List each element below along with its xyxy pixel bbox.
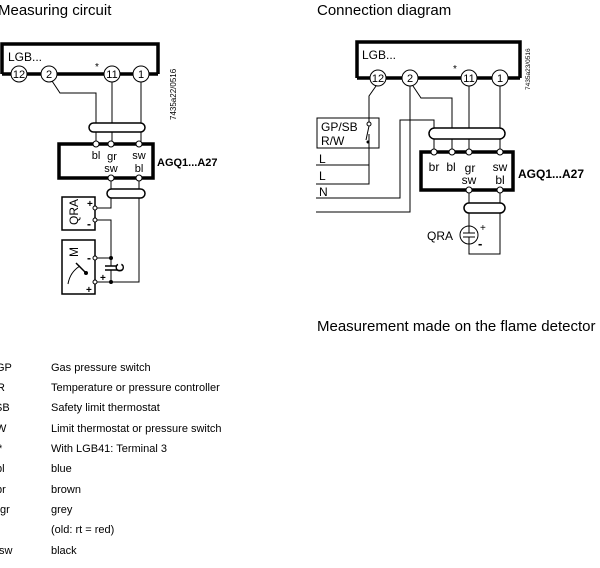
qra-detector-icon: [459, 225, 479, 245]
legend-abbr: bl: [0, 463, 5, 475]
agq-label-right: AGQ1...A27: [518, 167, 584, 181]
legend-desc: Limit thermostat or pressure switch: [51, 423, 222, 435]
legend-desc: Gas pressure switch: [51, 362, 151, 374]
wire-label-bl-bottom: bl: [135, 163, 144, 175]
wire-label-sw-bottom: sw: [104, 163, 118, 175]
legend-abbr: gr: [0, 504, 10, 516]
legend-abbr: *: [0, 443, 38, 455]
wires-left-top: [51, 80, 142, 143]
switch-icon: [365, 121, 372, 144]
line-label-N: N: [319, 185, 328, 199]
meter-plus: +: [86, 285, 92, 296]
wire-label-bl-right: bl: [446, 160, 455, 174]
wire-label-bl-bottom-right: bl: [495, 173, 504, 187]
legend-desc: blue: [51, 463, 72, 475]
cable-sleeve-top-left: [88, 122, 146, 133]
svg-text:1: 1: [497, 73, 503, 85]
legend-abbr: SB: [0, 402, 10, 414]
legend-abbr: R: [0, 382, 5, 394]
cable-sleeve-top-right: [428, 127, 506, 140]
legend-desc: black: [51, 545, 77, 557]
terminal-1-right: 1: [491, 69, 509, 87]
wire-label-sw-bottom-right: sw: [462, 173, 477, 187]
capacitor-plus: +: [100, 273, 106, 284]
switch-label-2: R/W: [321, 134, 345, 148]
wire-label-sw: sw: [132, 150, 146, 162]
measuring-circuit-title: Measuring circuit: [0, 2, 112, 19]
meter-scale-icon: [67, 265, 81, 285]
qra-label-left: QRA: [67, 199, 81, 225]
drawing-code-left: 7435a22/0516: [169, 68, 178, 120]
wire-label-bl: bl: [92, 150, 101, 162]
terminal-11-right: 11: [460, 69, 478, 87]
wire-label-br: br: [429, 160, 440, 174]
legend-abbr: br: [0, 484, 6, 496]
line-label-L2: L: [319, 169, 326, 183]
wiring-diagrams: LGB... * 12 2 11 1 7435a22/0516: [0, 40, 584, 296]
legend-desc: Temperature or pressure controller: [51, 382, 220, 394]
svg-text:1: 1: [138, 69, 144, 81]
drawing-code-right: 7435a23/0516: [525, 48, 532, 90]
wire-label-gr-right: gr: [465, 161, 476, 175]
connection-diagram-title: Connection diagram: [317, 2, 452, 19]
switch-box: [316, 117, 380, 149]
cable-sleeve-bottom-right: [463, 202, 506, 214]
svg-text:12: 12: [372, 73, 384, 85]
asterisk-left: *: [95, 62, 99, 73]
line-label-L1: L: [319, 152, 326, 166]
svg-text:2: 2: [46, 69, 52, 81]
connection-diagram: LGB... * 12 2 11 1 7435a23/0516: [316, 40, 584, 255]
qra-detector-left: [61, 196, 96, 231]
legend-desc: grey: [51, 504, 73, 516]
terminal-12-right: 12: [369, 69, 387, 87]
agq-label-left: AGQ1...A27: [157, 157, 218, 169]
agq-adapter-left: [57, 142, 155, 180]
legend-desc: brown: [51, 484, 81, 496]
wire-label-sw-right: sw: [493, 160, 508, 174]
qra-minus-right: -: [478, 236, 482, 251]
legend-abbr: sw: [0, 545, 13, 557]
meter-minus: -: [87, 251, 91, 265]
measurement-note: Measurement made on the flame detector: [317, 318, 596, 335]
meter-needle-icon: [75, 262, 87, 274]
measuring-circuit: LGB... * 12 2 11 1 7435a22/0516: [0, 42, 218, 296]
qra-plus: +: [87, 199, 93, 210]
capacitor-icon: [105, 256, 117, 284]
wires-right: [316, 85, 501, 213]
cable-sleeve-bottom-left: [106, 188, 146, 199]
svg-text:2: 2: [407, 73, 413, 85]
terminal-1-left: 1: [132, 65, 150, 83]
asterisk-right: *: [453, 64, 457, 75]
lgb-label-left: LGB...: [8, 50, 42, 64]
legend-desc: With LGB41: Terminal 3: [51, 443, 167, 455]
svg-text:11: 11: [106, 69, 117, 81]
legend-abbr: W: [0, 423, 7, 435]
terminal-12-left: 12: [10, 65, 28, 83]
meter-label: M: [67, 247, 81, 257]
legend-desc: Safety limit thermostat: [51, 402, 160, 414]
qra-minus: -: [87, 217, 91, 231]
terminal-2-left: 2: [40, 65, 58, 83]
switch-label-1: GP/SB: [321, 120, 358, 134]
capacitor-label: C: [113, 263, 127, 272]
meter-left: [61, 239, 96, 295]
qra-plus-right: +: [480, 223, 486, 234]
svg-text:12: 12: [13, 69, 25, 81]
legend-abbr: GP: [0, 362, 12, 374]
lgb-unit-left: [0, 42, 160, 76]
lgb-label-right: LGB...: [362, 48, 396, 62]
qra-label-right: QRA: [427, 229, 453, 243]
terminal-2-right: 2: [401, 69, 419, 87]
wire-label-gr: gr: [107, 151, 117, 163]
terminal-11-left: 11: [103, 65, 121, 83]
legend-desc: (old: rt = red): [51, 524, 115, 536]
svg-text:11: 11: [463, 73, 474, 85]
